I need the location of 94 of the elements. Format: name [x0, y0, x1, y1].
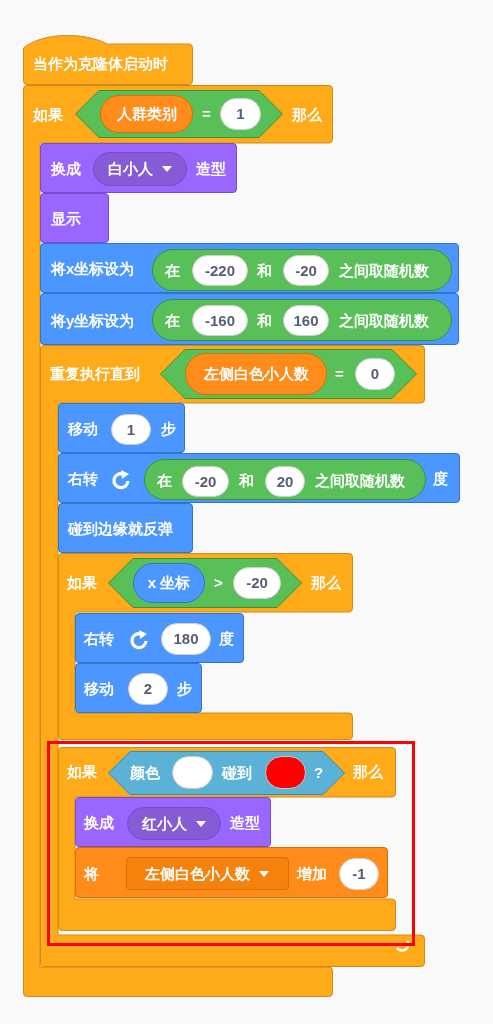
block-label: 度 — [433, 469, 448, 489]
number-input — [265, 466, 305, 497]
input-value: 160 — [293, 310, 319, 331]
costume-block — [40, 143, 237, 193]
block-label: x 坐标 — [147, 573, 191, 593]
input-value: -20 — [194, 471, 217, 492]
variable-reporter — [100, 95, 193, 133]
number-input — [111, 414, 151, 445]
block-label: 和 — [257, 261, 272, 281]
input-value: -1 — [352, 864, 366, 884]
block-label: 和 — [239, 471, 254, 491]
block-label: 换成 — [51, 159, 81, 179]
input-value: 180 — [173, 629, 199, 649]
input-value: 1 — [236, 104, 245, 124]
block-label: 造型 — [230, 813, 260, 833]
block-label: 换成 — [84, 813, 114, 833]
block-label: 增加 — [297, 864, 327, 884]
random-reporter — [152, 299, 452, 341]
input-value: 0 — [370, 364, 380, 384]
block-label: 左侧白色小人数 — [145, 863, 250, 884]
block-label: 如果 — [33, 105, 63, 125]
block-label: = — [202, 104, 211, 124]
block-label: 那么 — [353, 762, 383, 782]
block-label: 之间取随机数 — [339, 311, 429, 331]
number-input — [283, 305, 329, 336]
block-label: 重复执行直到 — [50, 364, 140, 384]
move-block — [75, 663, 202, 713]
block-label: 那么 — [311, 573, 341, 593]
comparison-block — [160, 349, 417, 399]
block-label: 人群类别 — [116, 104, 177, 124]
block-label: 碰到 — [222, 763, 252, 783]
costume-block — [75, 797, 271, 847]
block-label: 之间取随机数 — [315, 471, 405, 491]
block-label: 如果 — [67, 573, 97, 593]
block-label: 将y坐标设为 — [51, 311, 135, 331]
variable-reporter — [185, 353, 327, 395]
block-label: 步 — [177, 679, 192, 699]
block-label: 移动 — [84, 679, 114, 699]
input-value: -20 — [295, 260, 317, 281]
turn-block — [58, 453, 460, 503]
block-label: 步 — [161, 419, 176, 439]
random-reporter — [152, 249, 452, 291]
costume-dropdown — [127, 807, 221, 840]
block-label: ? — [314, 763, 324, 783]
block-label: 那么 — [292, 105, 322, 125]
comparison-block — [108, 558, 302, 608]
block-label: 移动 — [68, 419, 98, 439]
block-label: 在 — [165, 261, 180, 281]
input-value: -160 — [205, 310, 235, 331]
if-block — [58, 553, 353, 740]
turn-block — [75, 613, 244, 663]
input-value: 1 — [126, 419, 136, 440]
block-label: 度 — [219, 629, 234, 649]
block-label: 红小人 — [141, 813, 187, 834]
block-label: 将 — [84, 864, 99, 884]
input-value: -220 — [205, 260, 235, 281]
set-position-block — [40, 243, 459, 293]
block-label: 白小人 — [107, 159, 153, 179]
block-label: 右转 — [68, 469, 98, 489]
block-label: 和 — [257, 311, 272, 331]
set-position-block — [40, 293, 459, 345]
sensing-block — [108, 751, 345, 795]
input-value: 20 — [276, 471, 294, 492]
costume-dropdown — [93, 152, 187, 186]
block-label: 在 — [165, 311, 180, 331]
block-label: 显示 — [51, 209, 81, 229]
block-label: 碰到边缘就反弹 — [68, 519, 173, 539]
number-input — [192, 255, 248, 286]
variable-dropdown — [126, 857, 289, 890]
number-input — [182, 466, 229, 497]
number-input — [339, 858, 379, 890]
input-value: -20 — [246, 573, 268, 593]
block-label: 左侧白色小人数 — [203, 364, 309, 384]
block-label: 颜色 — [130, 763, 160, 783]
input-value: 2 — [143, 679, 153, 699]
number-input — [161, 623, 211, 655]
random-reporter — [144, 459, 426, 500]
show-block — [40, 193, 109, 243]
block-label: 之间取随机数 — [339, 261, 429, 281]
change-variable-block — [75, 847, 388, 898]
number-input — [128, 673, 168, 705]
block-label: = — [335, 364, 344, 384]
block-label: 右转 — [84, 629, 114, 649]
block-label: 将x坐标设为 — [51, 259, 135, 279]
if-block — [58, 747, 396, 931]
block-label: 当作为克隆体启动时 — [33, 54, 168, 74]
block-label: 在 — [157, 471, 172, 491]
number-input — [192, 305, 248, 336]
block-label: 造型 — [196, 159, 226, 179]
block-label: 如果 — [67, 762, 97, 782]
block-label: > — [214, 573, 223, 593]
move-block — [58, 403, 185, 453]
bounce-block — [58, 503, 193, 553]
number-input — [283, 255, 329, 286]
